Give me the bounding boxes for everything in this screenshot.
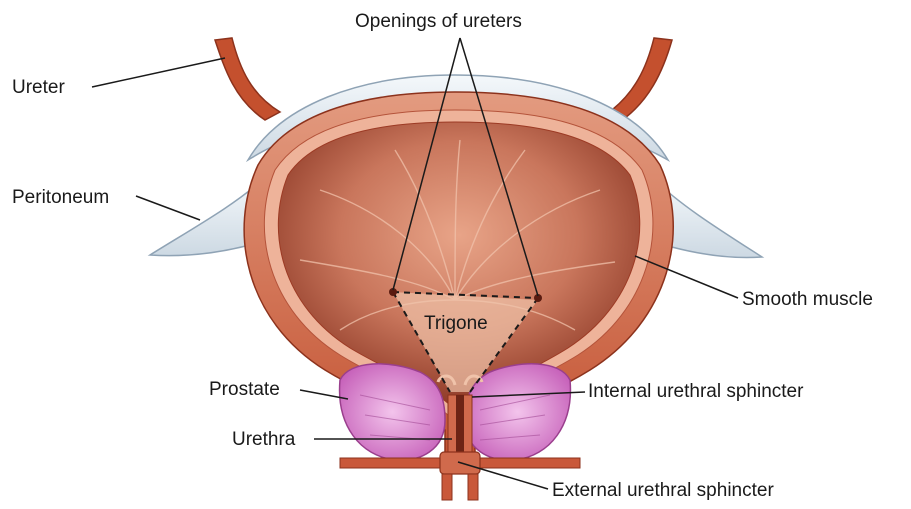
leader-peritoneum [136,196,200,220]
label-urethra: Urethra [232,430,295,449]
left-ureter [215,38,280,120]
right-ureter [612,38,672,118]
label-external-urethral-sphincter: External urethral sphincter [552,481,774,500]
label-smooth-muscle: Smooth muscle [742,290,873,309]
label-internal-urethral-sphincter: Internal urethral sphincter [588,382,803,401]
label-peritoneum: Peritoneum [12,188,109,207]
label-openings-of-ureters: Openings of ureters [355,12,522,31]
urethra-distal [442,474,478,500]
prostate-left-lobe [340,364,445,460]
label-prostate: Prostate [209,380,280,399]
label-trigone: Trigone [424,314,488,333]
leader-ureter [92,58,225,87]
label-ureter: Ureter [12,78,65,97]
